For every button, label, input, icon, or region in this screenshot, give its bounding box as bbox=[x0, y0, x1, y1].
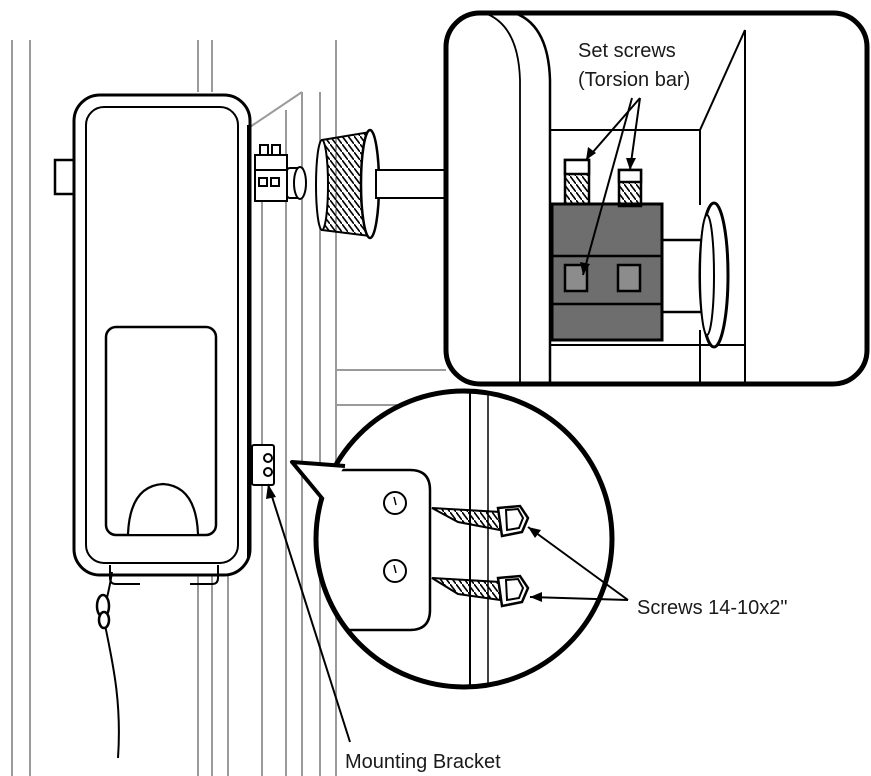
collar-block bbox=[550, 158, 664, 342]
mounting-screws-inset bbox=[290, 388, 615, 690]
screws-arrowheads bbox=[528, 527, 542, 602]
mounting-bracket-label: Mounting Bracket bbox=[345, 751, 501, 773]
lag-screw-upper bbox=[431, 504, 530, 538]
coupler bbox=[254, 144, 307, 202]
cable-drum bbox=[315, 128, 381, 240]
release-cord bbox=[95, 571, 120, 759]
set-screws-arrowheads bbox=[580, 147, 636, 275]
lag-screw-lower bbox=[431, 574, 530, 608]
mounting-bracket bbox=[251, 444, 275, 486]
screws-leaders bbox=[527, 526, 629, 601]
set-screws-inset bbox=[443, 10, 870, 387]
set-screws-label: Set screws bbox=[578, 40, 676, 62]
torsion-bar-label: (Torsion bar) bbox=[578, 69, 690, 91]
mounting-bracket-arrowhead bbox=[266, 484, 276, 499]
operator-unit bbox=[53, 93, 252, 585]
screws-label: Screws 14-10x2" bbox=[637, 597, 788, 619]
torsion-bar bbox=[375, 169, 447, 199]
mounting-bracket-leader bbox=[267, 483, 351, 743]
